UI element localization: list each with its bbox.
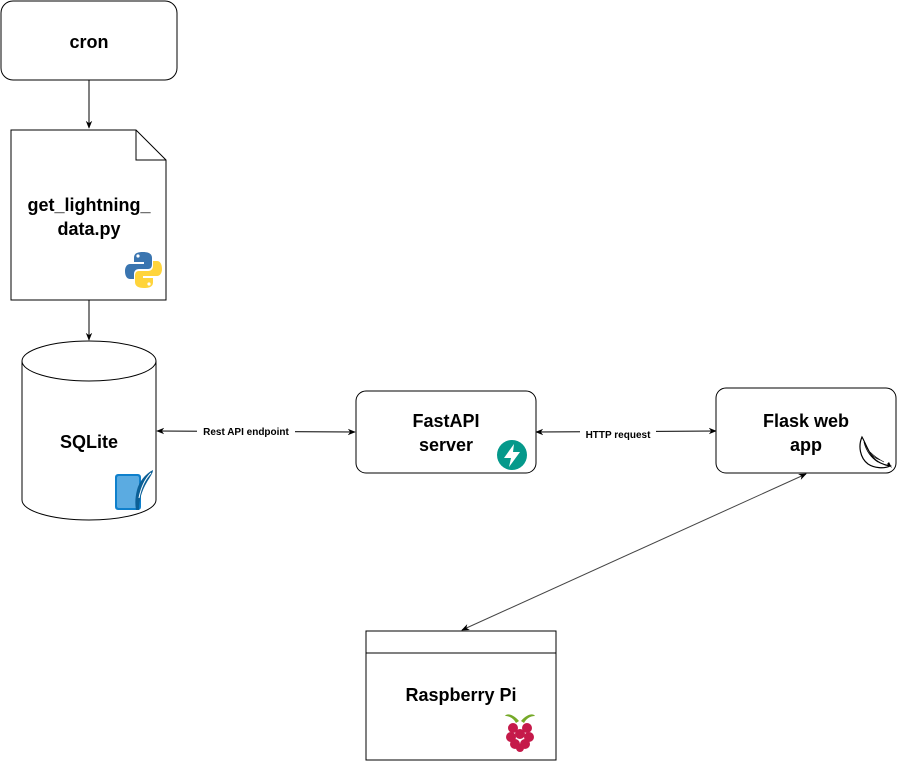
fastapi-label-line1: FastAPI [412,411,479,431]
raspberry-pi-node[interactable]: Raspberry Pi [365,630,557,761]
script-label-line1: get_lightning_ [28,195,152,215]
fastapi-bolt-icon [497,440,527,470]
edge-label-rest-api: Rest API endpoint [203,427,289,438]
raspberry-pi-label: Raspberry Pi [405,685,516,705]
sqlite-label: SQLite [60,432,118,452]
flask-label-line1: Flask web [763,411,849,431]
edge-fastapi-flask: HTTP request [535,426,717,441]
python-icon [125,252,162,288]
fastapi-label-line2: server [419,435,473,455]
raspberry-pi-icon [505,714,535,752]
cron-label: cron [69,32,108,52]
edge-sqlite-fastapi: Rest API endpoint [156,424,356,438]
script-label-line2: data.py [57,219,120,239]
flask-horn-icon [859,435,892,469]
edge-flask-raspberry [461,473,807,631]
sqlite-feather-icon [115,470,153,510]
fastapi-server-node[interactable]: FastAPI server [355,390,537,474]
sqlite-database-node[interactable]: SQLite [21,340,157,521]
script-document-node[interactable]: get_lightning_ data.py [10,129,167,301]
edge-label-http-request: HTTP request [586,430,651,441]
flask-web-app-node[interactable]: Flask web app [715,387,897,474]
cron-node[interactable]: cron [0,0,178,81]
flask-label-line2: app [790,435,822,455]
